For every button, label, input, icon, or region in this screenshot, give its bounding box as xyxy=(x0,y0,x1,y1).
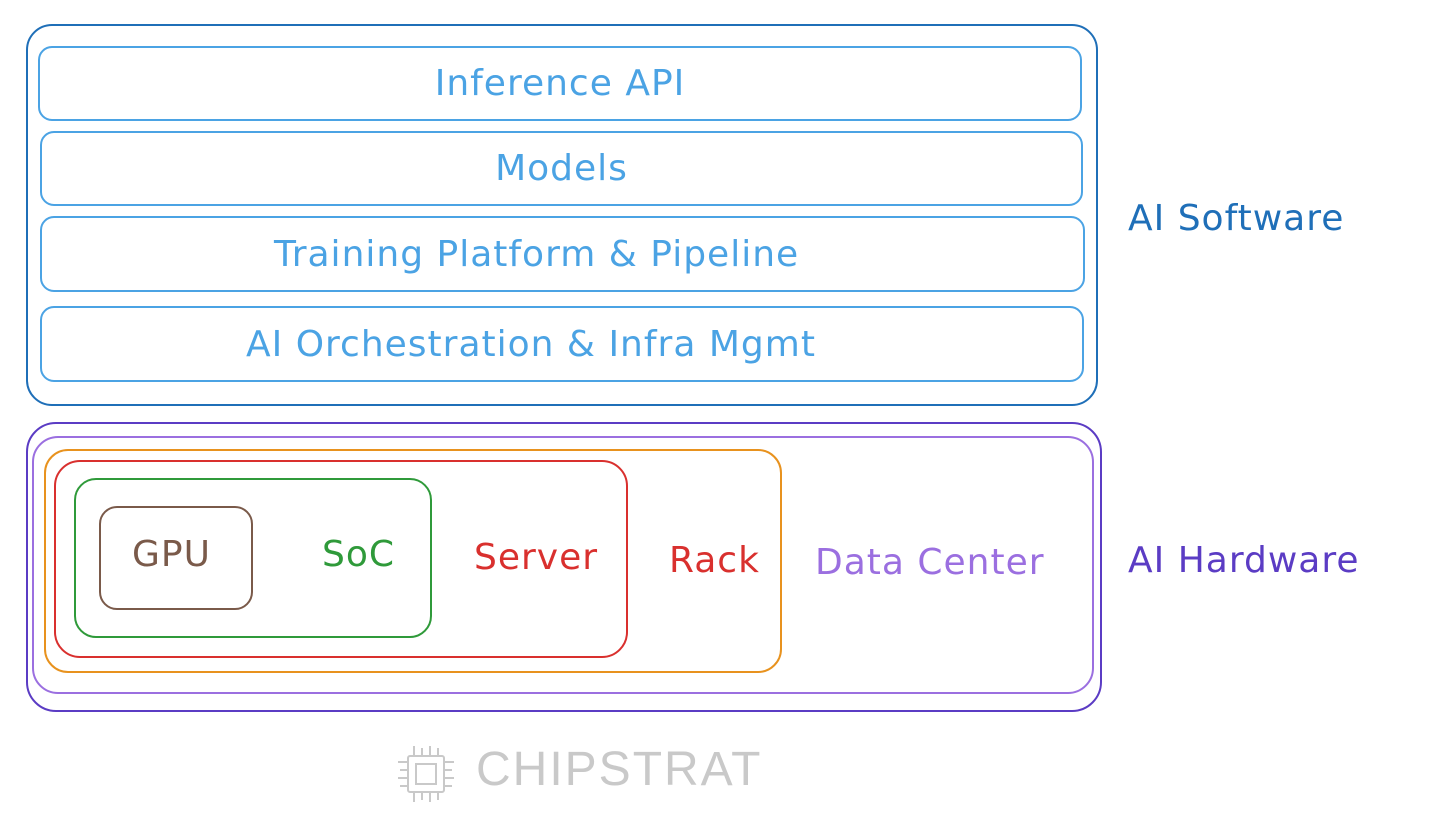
rack-box xyxy=(44,449,782,673)
ai-hardware-label: AI Hardware xyxy=(1128,540,1360,581)
layer-label: Inference API xyxy=(434,63,686,104)
layer-label: Training Platform & Pipeline xyxy=(274,233,800,275)
rack-label: Rack xyxy=(669,540,760,581)
gpu-box xyxy=(99,506,253,610)
layer-label: AI Orchestration & Infra Mgmt xyxy=(246,323,816,365)
ai-software-group xyxy=(26,24,1098,406)
layer-label: Models xyxy=(495,148,628,189)
soc-box xyxy=(74,478,432,638)
logo-text: CHIPSTRAT xyxy=(476,743,763,796)
layer-models: Models xyxy=(40,131,1083,206)
ai-software-label: AI Software xyxy=(1128,198,1345,239)
server-box xyxy=(54,460,628,658)
ai-hardware-outer-box xyxy=(26,422,1102,712)
layer-training-platform: Training Platform & Pipeline xyxy=(40,216,1085,292)
data-center-box xyxy=(32,436,1094,694)
server-label: Server xyxy=(474,537,599,578)
soc-label: SoC xyxy=(322,534,396,575)
gpu-label: GPU xyxy=(132,534,211,575)
data-center-label: Data Center xyxy=(815,542,1045,583)
chip-icon xyxy=(398,746,454,802)
layer-ai-orchestration: AI Orchestration & Infra Mgmt xyxy=(40,306,1084,382)
layer-inference-api: Inference API xyxy=(38,46,1082,121)
